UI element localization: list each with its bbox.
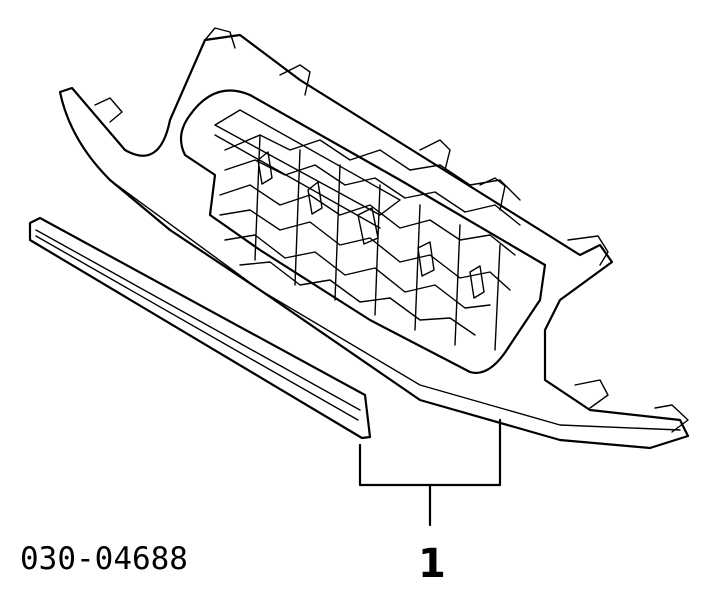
grille-assembly — [58, 27, 690, 450]
callout-number-1: 1 — [418, 541, 446, 587]
reference-code: 030-04688 — [20, 541, 188, 577]
callout-bracket — [358, 418, 502, 527]
lower-molding-strip — [28, 216, 372, 440]
